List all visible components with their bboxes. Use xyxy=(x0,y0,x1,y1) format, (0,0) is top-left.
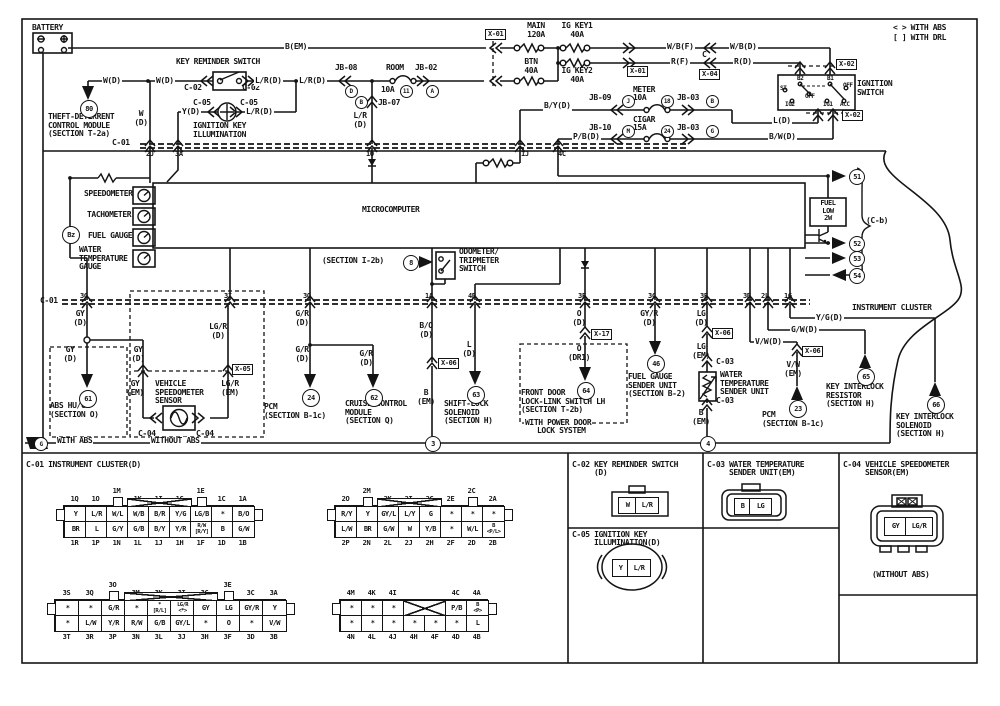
cluster-curved-edge xyxy=(883,150,963,444)
microcomputer-title: MICROCOMPUTER xyxy=(362,205,420,214)
small-symbols xyxy=(37,35,849,428)
c04-section-header: C-04 VEHICLE SPEEDOMETER xyxy=(843,460,949,469)
key-reminder-switch-symbol xyxy=(212,71,247,91)
c02-connector-view xyxy=(611,491,669,517)
c05-section-header-2: ILLUMINATION(D) xyxy=(594,538,661,547)
c04-connector-view xyxy=(870,505,944,547)
c02-section-header: C-02 KEY REMINDER SWITCH xyxy=(572,460,678,469)
c04-section-header-2: SENSOR(EM) xyxy=(865,468,910,477)
water-temp-sender-symbol xyxy=(698,371,717,402)
legend-with-abs: < > WITH ABS xyxy=(893,23,946,32)
fuel-low-bulb-box xyxy=(809,197,847,227)
ground-symbol xyxy=(26,437,48,449)
c03-section-header-2: SENDER UNIT(EM) xyxy=(729,468,796,477)
inline-connector-links xyxy=(49,41,846,438)
c03-connector-view xyxy=(721,489,787,521)
odometer-switch-symbol xyxy=(435,251,456,280)
c02-section-header-2: (D) xyxy=(594,468,608,477)
instrument-cluster-title: INSTRUMENT CLUSTER xyxy=(852,303,932,312)
page-frame xyxy=(21,18,978,664)
connector-view-housings xyxy=(596,483,944,591)
speed-sensor-symbol xyxy=(162,405,196,431)
legend-with-drl: [ ] WITH DRL xyxy=(893,33,946,42)
wires xyxy=(25,47,936,444)
cb-brace xyxy=(856,167,872,284)
c01-section-header: C-01 INSTRUMENT CLUSTER(D) xyxy=(26,460,141,469)
wire-break-chevrons xyxy=(81,42,839,424)
c03-section-header: C-03 WATER TEMPERATURE xyxy=(707,460,805,469)
branch-arrows xyxy=(26,46,941,449)
microcomputer-box xyxy=(152,182,806,249)
c05-section-header: C-05 IGNITION KEY xyxy=(572,530,648,539)
component-boxes xyxy=(32,32,856,431)
connector-rows xyxy=(62,143,810,305)
c05-connector-view xyxy=(601,543,663,591)
battery-symbol xyxy=(32,32,73,54)
ignition-switch-symbol xyxy=(777,74,856,111)
